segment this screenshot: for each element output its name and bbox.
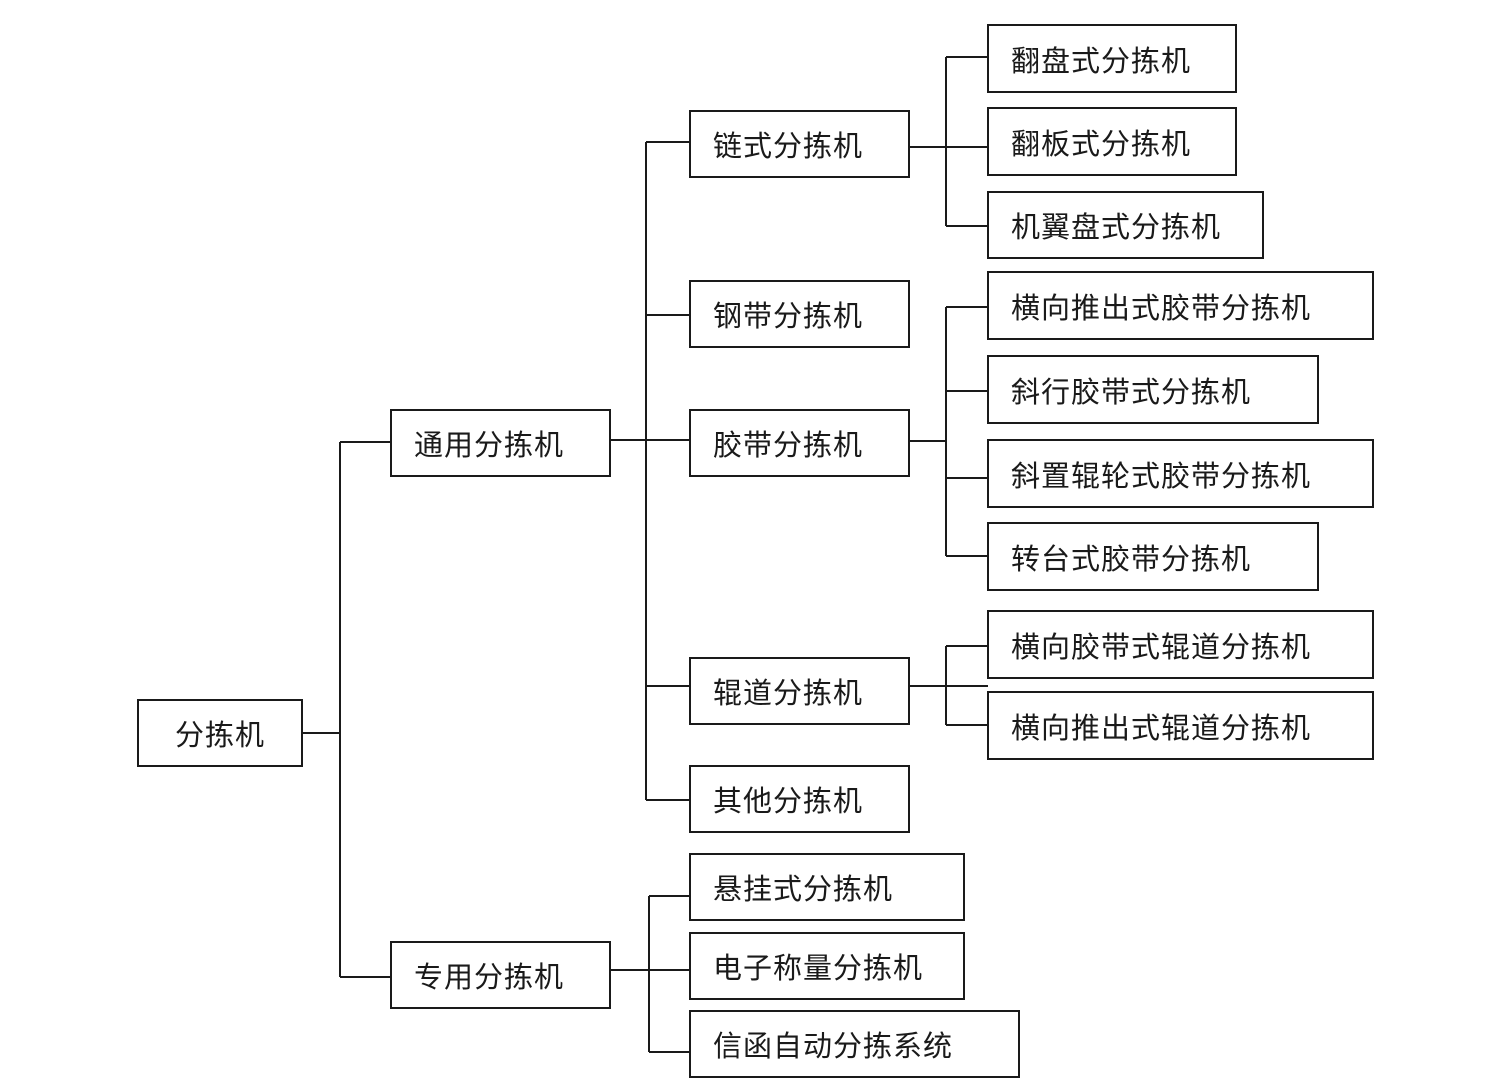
chain-child-node: 翻盘式分拣机 bbox=[987, 24, 1237, 93]
steel-belt-sorter-node: 钢带分拣机 bbox=[689, 280, 910, 348]
belt-sorter-node: 胶带分拣机 bbox=[689, 409, 910, 477]
chain-sorter-node: 链式分拣机 bbox=[689, 110, 910, 178]
special-child-node: 悬挂式分拣机 bbox=[689, 853, 965, 921]
root-node: 分拣机 bbox=[137, 699, 303, 767]
chain-child-node: 机翼盘式分拣机 bbox=[987, 191, 1264, 259]
special-sorter-node: 专用分拣机 bbox=[390, 941, 611, 1009]
special-child-node: 电子称量分拣机 bbox=[689, 932, 965, 1000]
belt-child-node: 斜置辊轮式胶带分拣机 bbox=[987, 439, 1374, 508]
roller-child-node: 横向推出式辊道分拣机 bbox=[987, 691, 1374, 760]
roller-child-node: 横向胶带式辊道分拣机 bbox=[987, 610, 1374, 679]
belt-child-node: 转台式胶带分拣机 bbox=[987, 522, 1319, 591]
chain-child-node: 翻板式分拣机 bbox=[987, 107, 1237, 176]
belt-child-node: 斜行胶带式分拣机 bbox=[987, 355, 1319, 424]
other-sorter-node: 其他分拣机 bbox=[689, 765, 910, 833]
roller-sorter-node: 辊道分拣机 bbox=[689, 657, 910, 725]
belt-child-node: 横向推出式胶带分拣机 bbox=[987, 271, 1374, 340]
special-child-node: 信函自动分拣系统 bbox=[689, 1010, 1020, 1078]
general-sorter-node: 通用分拣机 bbox=[390, 409, 611, 477]
